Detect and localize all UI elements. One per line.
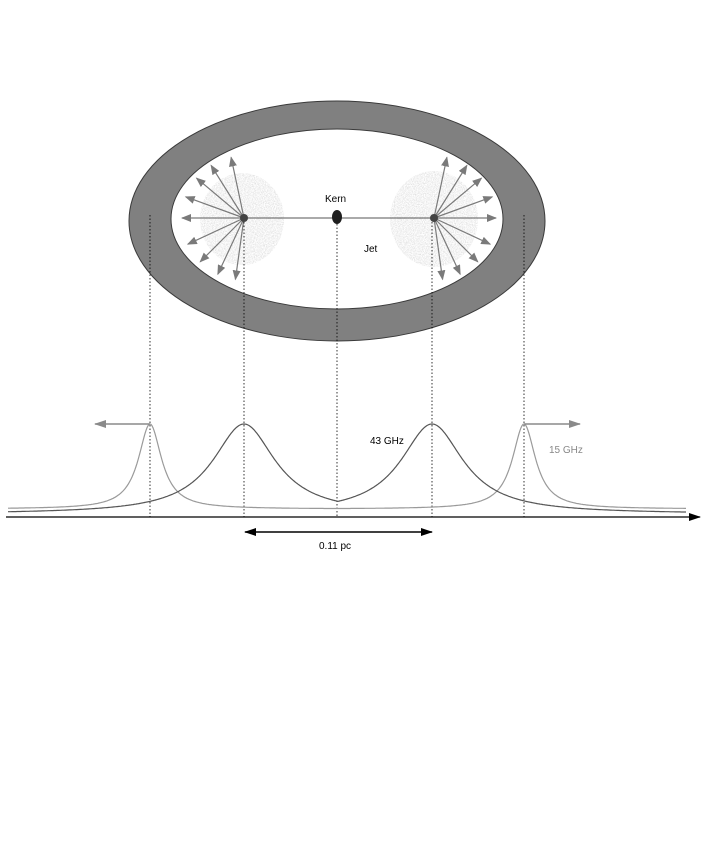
core-label: Kern bbox=[325, 194, 346, 205]
radiation-arrow-left-6 bbox=[186, 217, 245, 245]
distance-label: 0.11 pc bbox=[319, 541, 351, 552]
core-dot bbox=[332, 210, 342, 224]
radiation-arrow-left-9 bbox=[232, 217, 245, 281]
blob-right-center bbox=[430, 214, 438, 222]
radiation-arrow-right-8 bbox=[433, 217, 461, 276]
radiation-arrow-left-3 bbox=[195, 177, 245, 219]
radiation-arrow-right-5 bbox=[433, 156, 449, 219]
blob-left-center bbox=[240, 214, 248, 222]
label-43ghz: 43 GHz bbox=[370, 436, 404, 447]
curve-15ghz bbox=[8, 423, 686, 510]
radiation-arrow-left-5 bbox=[229, 156, 245, 219]
radiation-arrow-right-9 bbox=[433, 217, 446, 281]
radiation-arrow-right-7 bbox=[433, 217, 479, 263]
radiation-arrow-left-4 bbox=[210, 164, 245, 219]
jet-label: Jet bbox=[364, 244, 378, 255]
radiation-arrow-right-2 bbox=[433, 196, 494, 219]
projection-lines bbox=[149, 215, 525, 517]
radiation-arrows-left bbox=[181, 156, 245, 281]
radiation-arrow-left-2 bbox=[184, 196, 245, 219]
curve-43ghz bbox=[8, 423, 686, 513]
radiation-arrow-left-7 bbox=[199, 217, 245, 263]
radiation-arrow-left-8 bbox=[217, 217, 245, 276]
radiation-arrow-right-6 bbox=[433, 217, 492, 245]
radiation-arrow-right-3 bbox=[433, 177, 483, 219]
label-15ghz: 15 GHz bbox=[549, 445, 583, 456]
radiation-arrows-right bbox=[433, 156, 497, 281]
radiation-arrow-right-4 bbox=[433, 164, 468, 219]
